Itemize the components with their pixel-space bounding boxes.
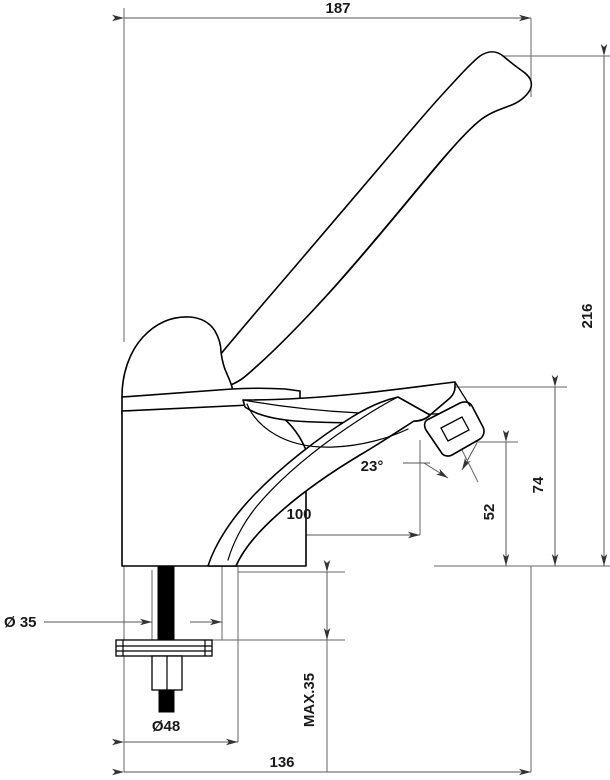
spout-underside-curve	[246, 403, 409, 448]
label-base-depth: 136	[269, 754, 294, 771]
lever-handle-crease	[223, 121, 479, 387]
faucet-part-geometry	[115, 51, 533, 713]
label-base-diameter: Ø48	[152, 718, 180, 735]
aerator-outlet-face	[440, 416, 470, 442]
dimline-23-arrow-a	[423, 462, 449, 479]
label-overall-width: 187	[325, 0, 350, 17]
mounting-washer	[115, 639, 213, 657]
spout-lower	[207, 396, 431, 567]
spout-lower-inner-contour	[227, 396, 399, 561]
cartridge-dome	[121, 316, 234, 398]
label-spout-outlet-height: 52	[481, 504, 498, 521]
dimline-23-arrow-b	[461, 442, 478, 471]
lever-handle	[208, 51, 533, 387]
label-spout-body-height: 74	[530, 476, 547, 493]
label-mounting-hole-diameter: Ø 35	[4, 614, 37, 631]
label-spout-reach: 100	[286, 506, 311, 523]
label-aerator-angle: 23°	[361, 458, 384, 475]
label-overall-height: 216	[579, 303, 596, 328]
label-max-counter-thickness: MAX.35	[301, 673, 318, 727]
aerator-edge	[454, 381, 471, 407]
dome-collar	[121, 387, 301, 415]
dimension-labels: 187 216 74 52 100 23° Ø 35 Ø48 MAX.35 13…	[4, 0, 596, 771]
threaded-shank	[157, 565, 175, 642]
shank-stub	[158, 689, 175, 713]
